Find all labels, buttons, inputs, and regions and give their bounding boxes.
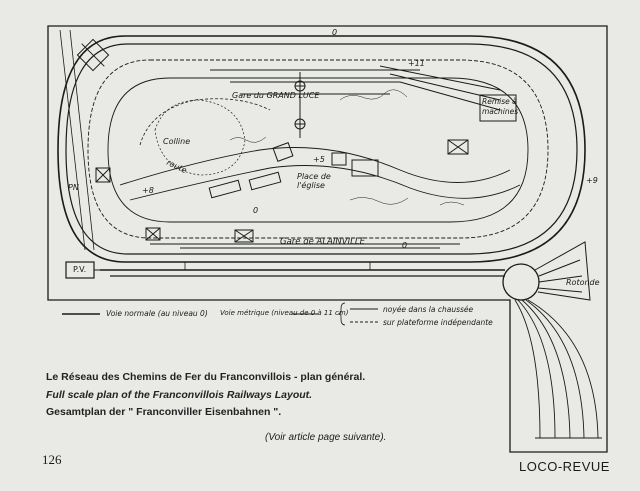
label-pn: PN [68,183,79,192]
label-level-p9: +9 [586,176,598,185]
label-colline: Colline [163,137,191,146]
baseboard-outline [47,25,608,453]
building-crossing-hut [95,167,111,183]
building-2 [234,229,254,243]
building-1 [145,227,161,241]
label-place-eglise: Place de l'église [297,172,331,190]
caption-en: Full scale plan of the Franconvillois Ra… [46,389,313,401]
inner-loop-track [87,59,549,239]
legend-normal: Voie normale (au niveau 0) [106,309,208,318]
label-level-p5: +5 [313,155,325,164]
outer-loop-track [57,35,586,263]
legend-independent: sur plateforme indépendante [383,318,493,327]
label-level-0-mid: 0 [253,206,259,215]
magazine-name: LOCO-REVUE [519,459,610,474]
label-rotonde: Rotonde [566,278,600,287]
page-number: 126 [42,452,62,467]
legend-embedded: noyée dans la chaussée [383,305,474,314]
label-pv: P.V. [73,265,87,274]
building-4 [208,179,242,199]
alainville-platform [184,261,371,271]
colline-hill [154,99,246,176]
label-level-0-bottom: 0 [402,241,408,250]
building-5 [248,171,282,191]
label-level-p11: +11 [408,59,425,68]
label-remise: Remise à machines [482,97,519,116]
legend-metric: Voie métrique (niveau de 0 à 11 cm) [220,309,349,317]
caption-de: Gesamtplan der " Franconviller Eisenbahn… [46,406,282,418]
building-7 [331,152,347,166]
see-article-note: (Voir article page suivante). [265,432,387,443]
caption-fr: Le Réseau des Chemins de Fer du Franconv… [46,371,366,383]
rotonde-turntable [502,263,540,301]
building-3 [272,142,294,162]
label-level-0-top: 0 [332,28,338,37]
label-gare-alainville: Gare de ALAINVILLE [280,237,365,247]
remise-machines [479,94,517,122]
building-6 [447,139,469,155]
label-gare-grand-luce: Gare du GRAND LUCE [232,91,320,100]
label-level-p8: +8 [142,186,154,195]
church [351,159,379,177]
